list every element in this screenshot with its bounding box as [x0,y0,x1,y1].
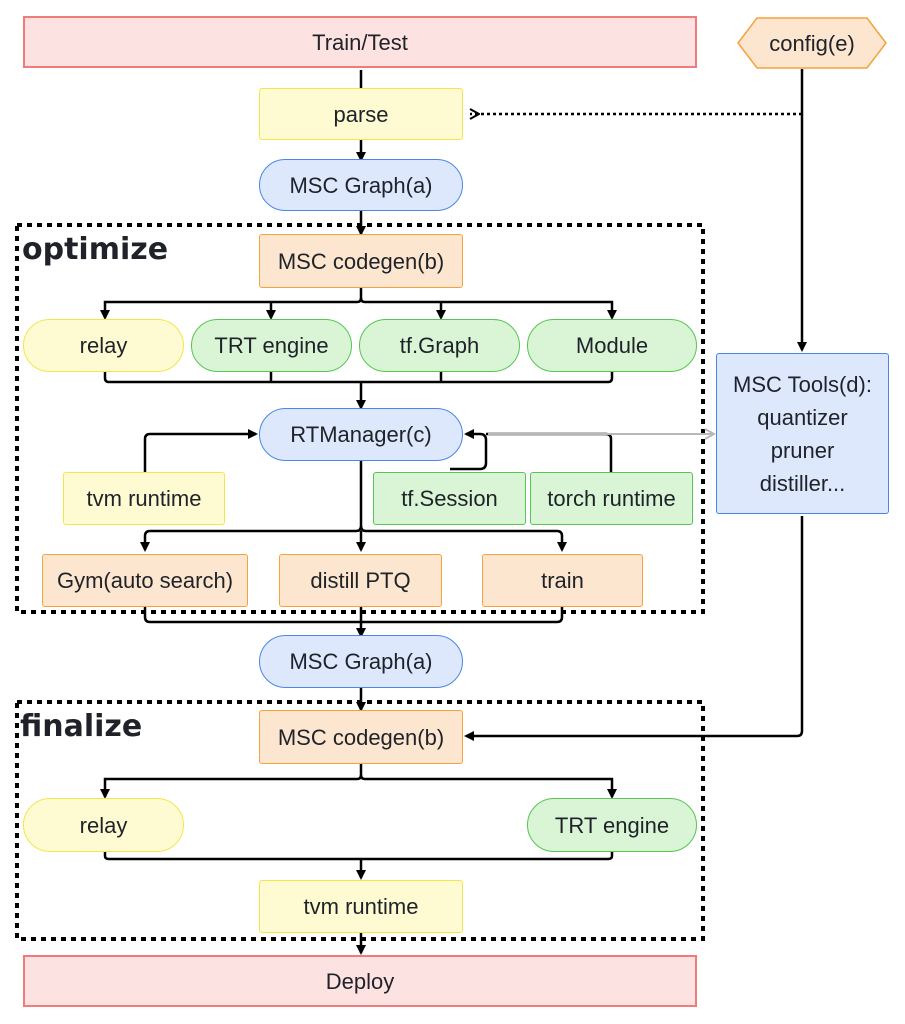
action-gym[interactable]: Gym(auto search) [42,554,248,607]
optimize-target-module[interactable]: Module [527,319,697,372]
tools-line-title: MSC Tools(d): [733,371,872,397]
runtime-torch[interactable]: torch runtime [530,472,693,525]
optimize-group-label: optimize [22,232,169,267]
optimize-target-trt-engine[interactable]: TRT engine [191,319,352,372]
deploy-node[interactable]: Deploy [23,955,697,1007]
finalize-tvm-runtime[interactable]: tvm runtime [259,880,463,933]
edge-rtmanager-train [359,525,567,552]
edge-codegen2-fanout [100,764,363,799]
edge-fanin-rtmanager [103,372,614,384]
edge-torch-rtmanager [486,432,613,472]
edge-codegen-fanout-trt [359,297,617,320]
action-train[interactable]: train [482,554,643,607]
msc-graph-node-1[interactable]: MSC Graph(a) [259,159,463,211]
config-node[interactable]: config(e) [769,30,855,56]
config-hexagon-shape [737,17,887,69]
runtime-tf-session[interactable]: tf.Session [373,472,526,525]
edge-finalize-fanin [103,852,614,861]
parse-node[interactable]: parse [259,88,463,140]
finalize-target-trt-engine[interactable]: TRT engine [527,798,697,852]
rtmanager-node[interactable]: RTManager(c) [259,408,463,461]
runtime-tvm[interactable]: tvm runtime [63,472,225,525]
optimize-target-relay[interactable]: relay [23,319,184,372]
edge-codegen-fanout [100,288,363,320]
edge-actions-fanin [143,606,564,624]
edge-codegen2-trt [359,774,617,799]
train-test-node[interactable]: Train/Test [23,16,697,68]
finalize-target-relay[interactable]: relay [23,798,184,852]
msc-graph-node-2[interactable]: MSC Graph(a) [259,635,463,688]
optimize-codegen-node[interactable]: MSC codegen(b) [259,234,463,288]
optimize-target-tf-graph[interactable]: tf.Graph [359,319,520,372]
edge-tools-codegen2 [464,516,804,741]
action-distill-ptq[interactable]: distill PTQ [279,554,442,607]
edge-tfsession-rtmanager [450,429,488,471]
tools-line-distiller: distiller... [759,470,846,496]
tools-line-pruner: pruner [770,437,835,463]
tools-line-quantizer: quantizer [757,404,848,430]
msc-tools-node[interactable]: MSC Tools(d): quantizer pruner distiller… [716,353,889,514]
finalize-group-label: finalize [20,709,143,744]
finalize-codegen-node[interactable]: MSC codegen(b) [259,710,463,764]
edge-tvmruntime-rtmanager [143,429,258,472]
